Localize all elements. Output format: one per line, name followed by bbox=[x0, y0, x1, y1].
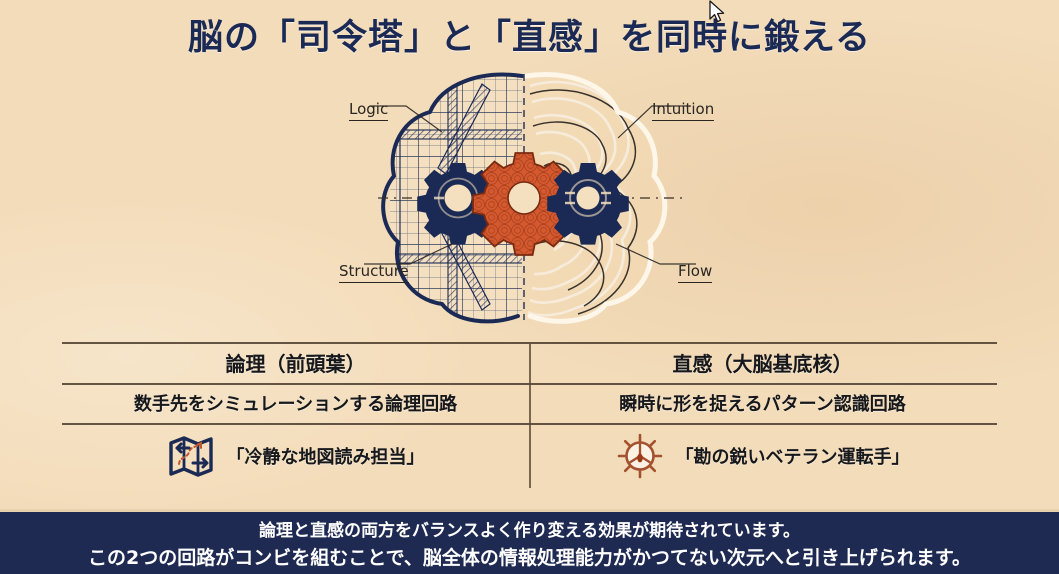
mouse-cursor bbox=[709, 0, 725, 23]
table-rule-top bbox=[62, 342, 997, 344]
brain-illustration bbox=[364, 72, 696, 324]
table-column-divider bbox=[529, 344, 531, 488]
diagram-label-intuition: Intuition bbox=[652, 100, 715, 121]
table-cell-right-tag-text: 「勘の鋭いベテラン運転手」 bbox=[675, 447, 910, 468]
leader-lines bbox=[364, 105, 696, 265]
diagram-label-flow: Flow bbox=[678, 262, 713, 283]
comparison-table: 論理（前頭葉） 直感（大脳基底核） 数手先をシミュレーションする論理回路 瞬時に… bbox=[62, 342, 997, 490]
table-header-left: 論理（前頭葉） bbox=[225, 352, 366, 376]
right-hemisphere-outline bbox=[523, 72, 668, 324]
table-row: 「冷静な地図読み担当」 bbox=[62, 423, 997, 489]
banner-line-1: 論理と直感の両方をバランスよく作り変える効果が期待されています。 bbox=[259, 521, 800, 541]
page-title: 脳の「司令塔」と「直感」を同時に鍛える bbox=[188, 17, 871, 58]
table-cell-left-tag-text: 「冷静な地図読み担当」 bbox=[226, 447, 425, 468]
table-row: 数手先をシミュレーションする論理回路 瞬時に形を捉えるパターン認識回路 bbox=[62, 383, 997, 423]
left-hemisphere-outline bbox=[381, 72, 524, 324]
table-cell-right-description: 瞬時に形を捉えるパターン認識回路 bbox=[619, 394, 906, 415]
ship-wheel-icon bbox=[617, 433, 662, 479]
table-cell-left-tag: 「冷静な地図読み担当」 bbox=[62, 423, 529, 489]
diagram-label-structure: Structure bbox=[339, 262, 409, 283]
summary-banner: 論理と直感の両方をバランスよく作り変える効果が期待されています。 この2つの回路… bbox=[0, 509, 1059, 574]
table-header-row: 論理（前頭葉） 直感（大脳基底核） bbox=[62, 342, 997, 383]
left-gear bbox=[417, 163, 499, 245]
brain-diagram bbox=[330, 68, 730, 326]
diagram-label-logic: Logic bbox=[349, 100, 389, 121]
folded-map-icon bbox=[168, 436, 213, 477]
banner-line-2: この2つの回路がコンビを組むことで、脳全体の情報処理能力がかつてない次元へと引き… bbox=[87, 547, 972, 569]
table-cell-left-description: 数手先をシミュレーションする論理回路 bbox=[133, 394, 458, 415]
table-cell-right-tag: 「勘の鋭いベテラン運転手」 bbox=[529, 423, 996, 489]
right-gear bbox=[547, 163, 629, 245]
table-header-right: 直感（大脳基底核） bbox=[672, 352, 853, 376]
center-gear bbox=[472, 152, 576, 256]
